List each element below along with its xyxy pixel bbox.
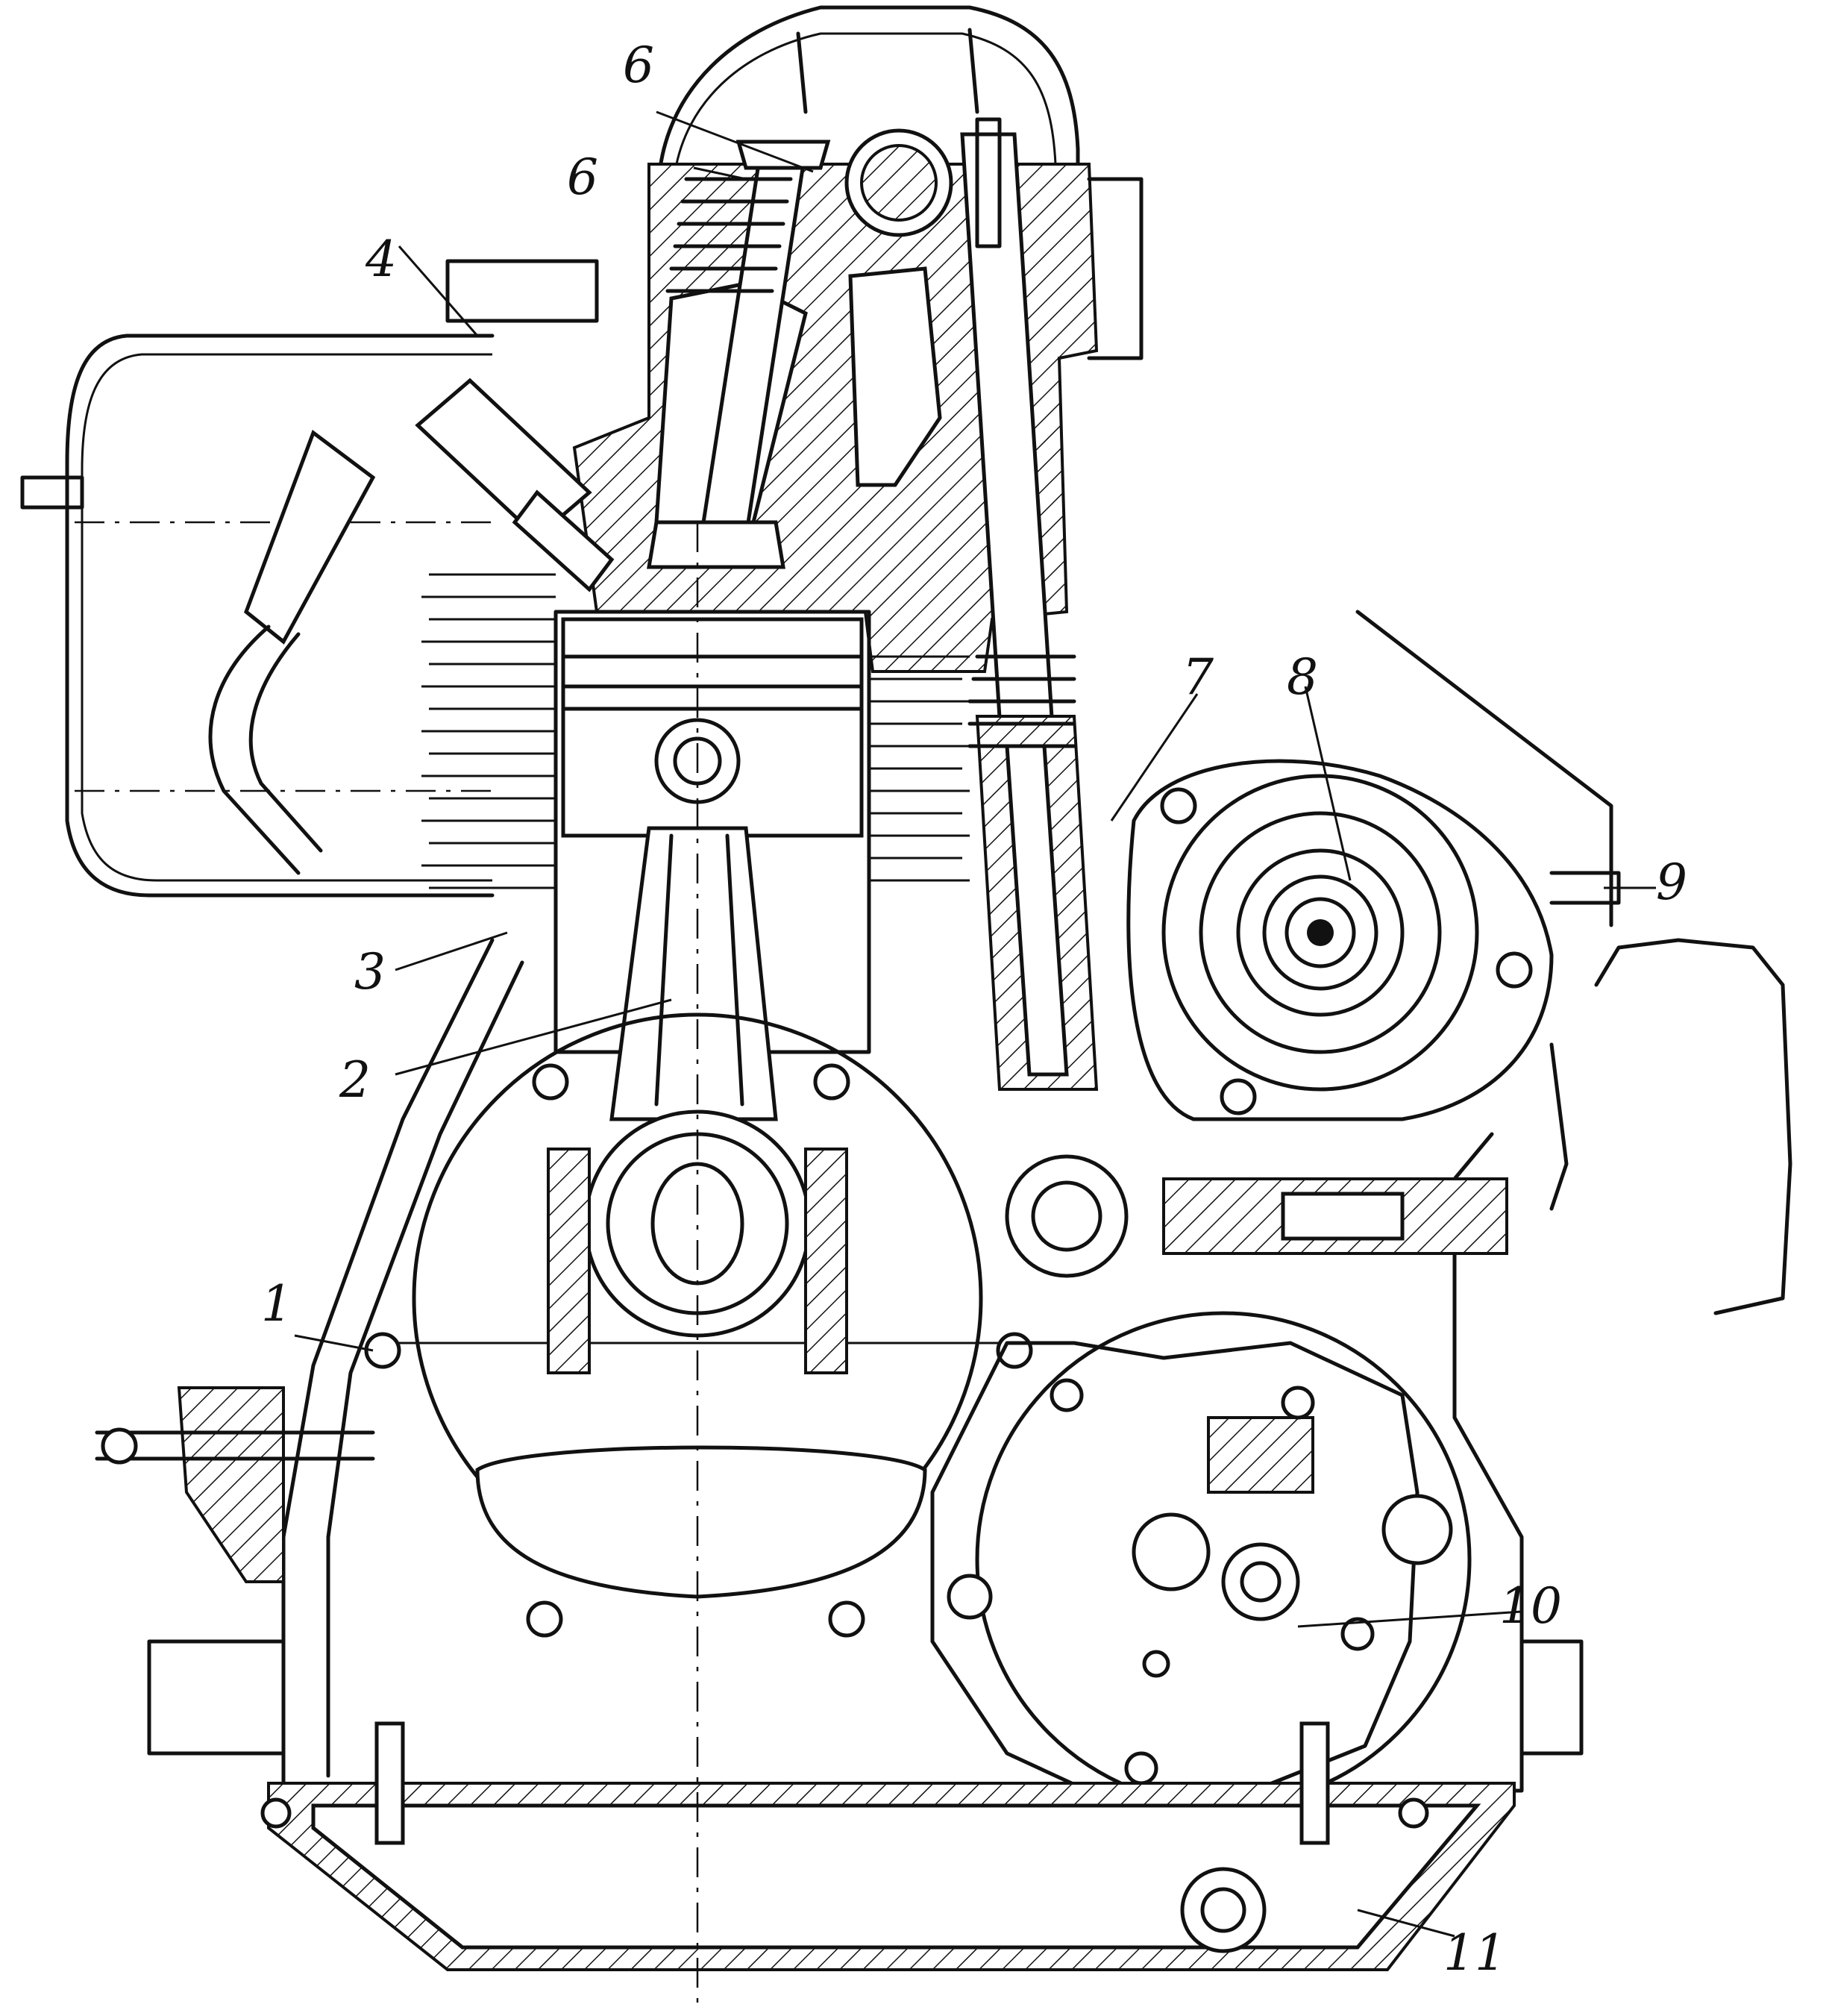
pushrod-tube	[960, 117, 1099, 1091]
callout-11: 11	[1443, 1924, 1506, 1982]
crankpin	[547, 1109, 848, 1374]
callout-9: 9	[1656, 854, 1687, 911]
oil-pump	[930, 1311, 1472, 1808]
camshaft-gear	[844, 128, 953, 237]
callout-6-lower: 6	[567, 148, 598, 206]
cylinder-barrel	[421, 573, 970, 1054]
cylinder-head	[572, 163, 1144, 673]
mount-bolt	[95, 1386, 375, 1583]
valve-assembly	[647, 140, 831, 569]
fuel-pump	[1126, 610, 1621, 1121]
callout-1: 1	[261, 1275, 292, 1333]
callout-8: 8	[1287, 648, 1318, 706]
callout-2: 2	[339, 1051, 371, 1109]
connecting-rod	[609, 826, 778, 1121]
callout-10: 10	[1499, 1577, 1562, 1635]
oil-sump	[260, 1721, 1516, 1971]
crank-web	[388, 1012, 1007, 1599]
callout-4: 4	[365, 231, 397, 288]
air-filter-housing	[20, 259, 599, 898]
cam-follower	[1005, 1154, 1508, 1278]
callout-6-top: 6	[623, 37, 654, 94]
fan-shroud	[658, 5, 1080, 181]
callout-3: 3	[354, 943, 386, 1001]
oil-filler	[1549, 938, 1792, 1315]
leader-lines	[294, 110, 1656, 1938]
fuel-injector	[208, 378, 615, 875]
piston	[561, 617, 864, 838]
callout-7: 7	[1182, 648, 1214, 706]
